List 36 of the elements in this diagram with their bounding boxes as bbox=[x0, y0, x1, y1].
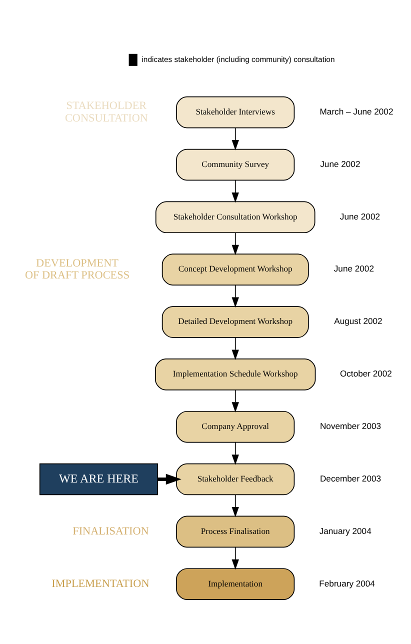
node-label: June 2002 bbox=[334, 264, 374, 274]
node-box: Company Approval bbox=[176, 410, 295, 443]
node-label: June 2002 bbox=[320, 158, 360, 169]
label: DEVELOPMENT OF DRAFT PROCESS bbox=[24, 257, 130, 282]
node-label: June 2002 bbox=[340, 211, 380, 222]
arrow bbox=[232, 337, 239, 360]
arrow bbox=[232, 232, 239, 256]
node-label: February 2004 bbox=[319, 578, 375, 588]
node-label: December 2003 bbox=[320, 473, 382, 484]
arrow bbox=[158, 474, 182, 485]
arrow bbox=[232, 546, 239, 570]
label: FINALISATION bbox=[72, 526, 149, 538]
node-box: Detailed Development Workshop bbox=[162, 306, 309, 338]
arrow bbox=[232, 180, 239, 203]
node-label: October 2002 bbox=[340, 368, 392, 379]
node-box: Stakeholder Consultation Workshop bbox=[155, 201, 316, 234]
node-label: August 2002 bbox=[334, 316, 382, 326]
label: IMPLEMENTATION bbox=[52, 578, 150, 590]
node-box: Process Finalisation bbox=[176, 516, 295, 548]
node-box: Implementation Schedule Workshop bbox=[155, 358, 316, 390]
node-box: WE ARE HERE bbox=[39, 463, 158, 496]
arrow bbox=[232, 284, 239, 308]
node-label: November 2003 bbox=[320, 420, 382, 431]
arrow bbox=[232, 442, 239, 465]
node-box: Implementation bbox=[176, 568, 295, 600]
legend-label: indicates stakeholder (including community) consultation bbox=[142, 54, 335, 64]
node-box: Stakeholder Feedback bbox=[176, 463, 295, 496]
node-box: Concept Development Workshop bbox=[162, 254, 309, 286]
node-box: Community Survey bbox=[176, 148, 295, 181]
arrow bbox=[232, 390, 239, 412]
arrow bbox=[232, 494, 239, 518]
label: STAKEHOLDER CONSULTATION bbox=[64, 100, 148, 124]
arrow bbox=[232, 127, 239, 150]
node-label: March – June 2002 bbox=[320, 106, 394, 116]
node-box: Stakeholder Interviews bbox=[176, 96, 295, 128]
node-label: January 2004 bbox=[319, 526, 372, 536]
